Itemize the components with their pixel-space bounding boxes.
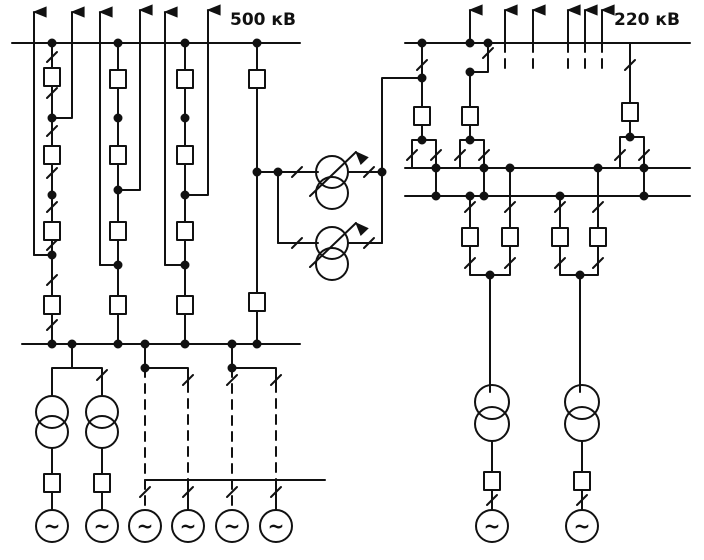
generator-icon	[216, 510, 248, 542]
generator-tilde-icon: ~	[268, 514, 285, 538]
feeder-lines-220kv	[467, 4, 615, 72]
generator-tilde-icon: ~	[574, 514, 591, 538]
circuit-breaker-icon	[44, 474, 60, 492]
autotransformer-2	[292, 221, 382, 280]
generator-group-bus	[129, 480, 325, 542]
generator-icon	[129, 510, 161, 542]
circuit-breaker-icon	[177, 146, 193, 164]
generator-tilde-icon: ~	[180, 514, 197, 538]
autotransformer-1	[292, 150, 382, 209]
generator-unit-1	[36, 341, 76, 543]
circuit-breaker-icon	[94, 474, 110, 492]
bay-220kv-1	[407, 40, 441, 200]
circuit-breaker-icon	[590, 228, 606, 246]
circuit-breaker-icon	[44, 222, 60, 240]
generator-icon	[566, 510, 598, 542]
generator-icon	[86, 510, 118, 542]
generator-tilde-icon: ~	[137, 514, 154, 538]
circuit-breaker-icon	[177, 222, 193, 240]
circuit-breaker-icon	[177, 296, 193, 314]
bus-220kv-label: 220 кВ	[614, 10, 680, 30]
generator-icon	[476, 510, 508, 542]
breaker-chain-2	[110, 40, 126, 348]
circuit-breaker-icon	[462, 228, 478, 246]
circuit-breaker-icon	[177, 70, 193, 88]
circuit-breaker-icon	[249, 70, 265, 88]
circuit-breaker-icon	[110, 296, 126, 314]
future-connections-500kv	[145, 368, 276, 510]
circuit-breaker-icon	[110, 222, 126, 240]
circuit-breaker-icon	[44, 296, 60, 314]
breaker-chain-3	[177, 40, 193, 348]
generator-bay-220kv-1	[462, 165, 518, 543]
generator-unit-2	[72, 368, 118, 542]
circuit-breaker-icon	[574, 472, 590, 490]
circuit-breaker-icon	[44, 146, 60, 164]
breaker-chain-4	[249, 40, 298, 348]
generator-tilde-icon: ~	[44, 514, 61, 538]
circuit-breaker-icon	[110, 146, 126, 164]
circuit-breaker-icon	[110, 70, 126, 88]
autotransformer-tie	[379, 75, 426, 244]
circuit-breaker-icon	[552, 228, 568, 246]
generator-tilde-icon: ~	[484, 514, 501, 538]
future-bus-taps-500kv	[142, 341, 282, 386]
bay-220kv-3	[615, 43, 649, 200]
bus-500kv-label: 500 кВ	[230, 10, 296, 30]
generator-tilde-icon: ~	[224, 514, 241, 538]
feeder-lines-500kv	[32, 4, 221, 265]
bay-220kv-2	[455, 69, 489, 200]
generator-icon	[260, 510, 292, 542]
generator-icon	[172, 510, 204, 542]
circuit-breaker-icon	[44, 68, 60, 86]
future-lines-220kv	[505, 43, 602, 75]
circuit-breaker-icon	[502, 228, 518, 246]
circuit-breaker-icon	[462, 107, 478, 125]
generator-tilde-icon: ~	[94, 514, 111, 538]
circuit-breaker-icon	[249, 293, 265, 311]
circuit-breaker-icon	[414, 107, 430, 125]
circuit-breaker-icon	[622, 103, 638, 121]
breaker-chain-1	[44, 40, 60, 348]
generator-bay-220kv-2	[552, 165, 606, 543]
generator-icon	[36, 510, 68, 542]
circuit-breaker-icon	[484, 472, 500, 490]
